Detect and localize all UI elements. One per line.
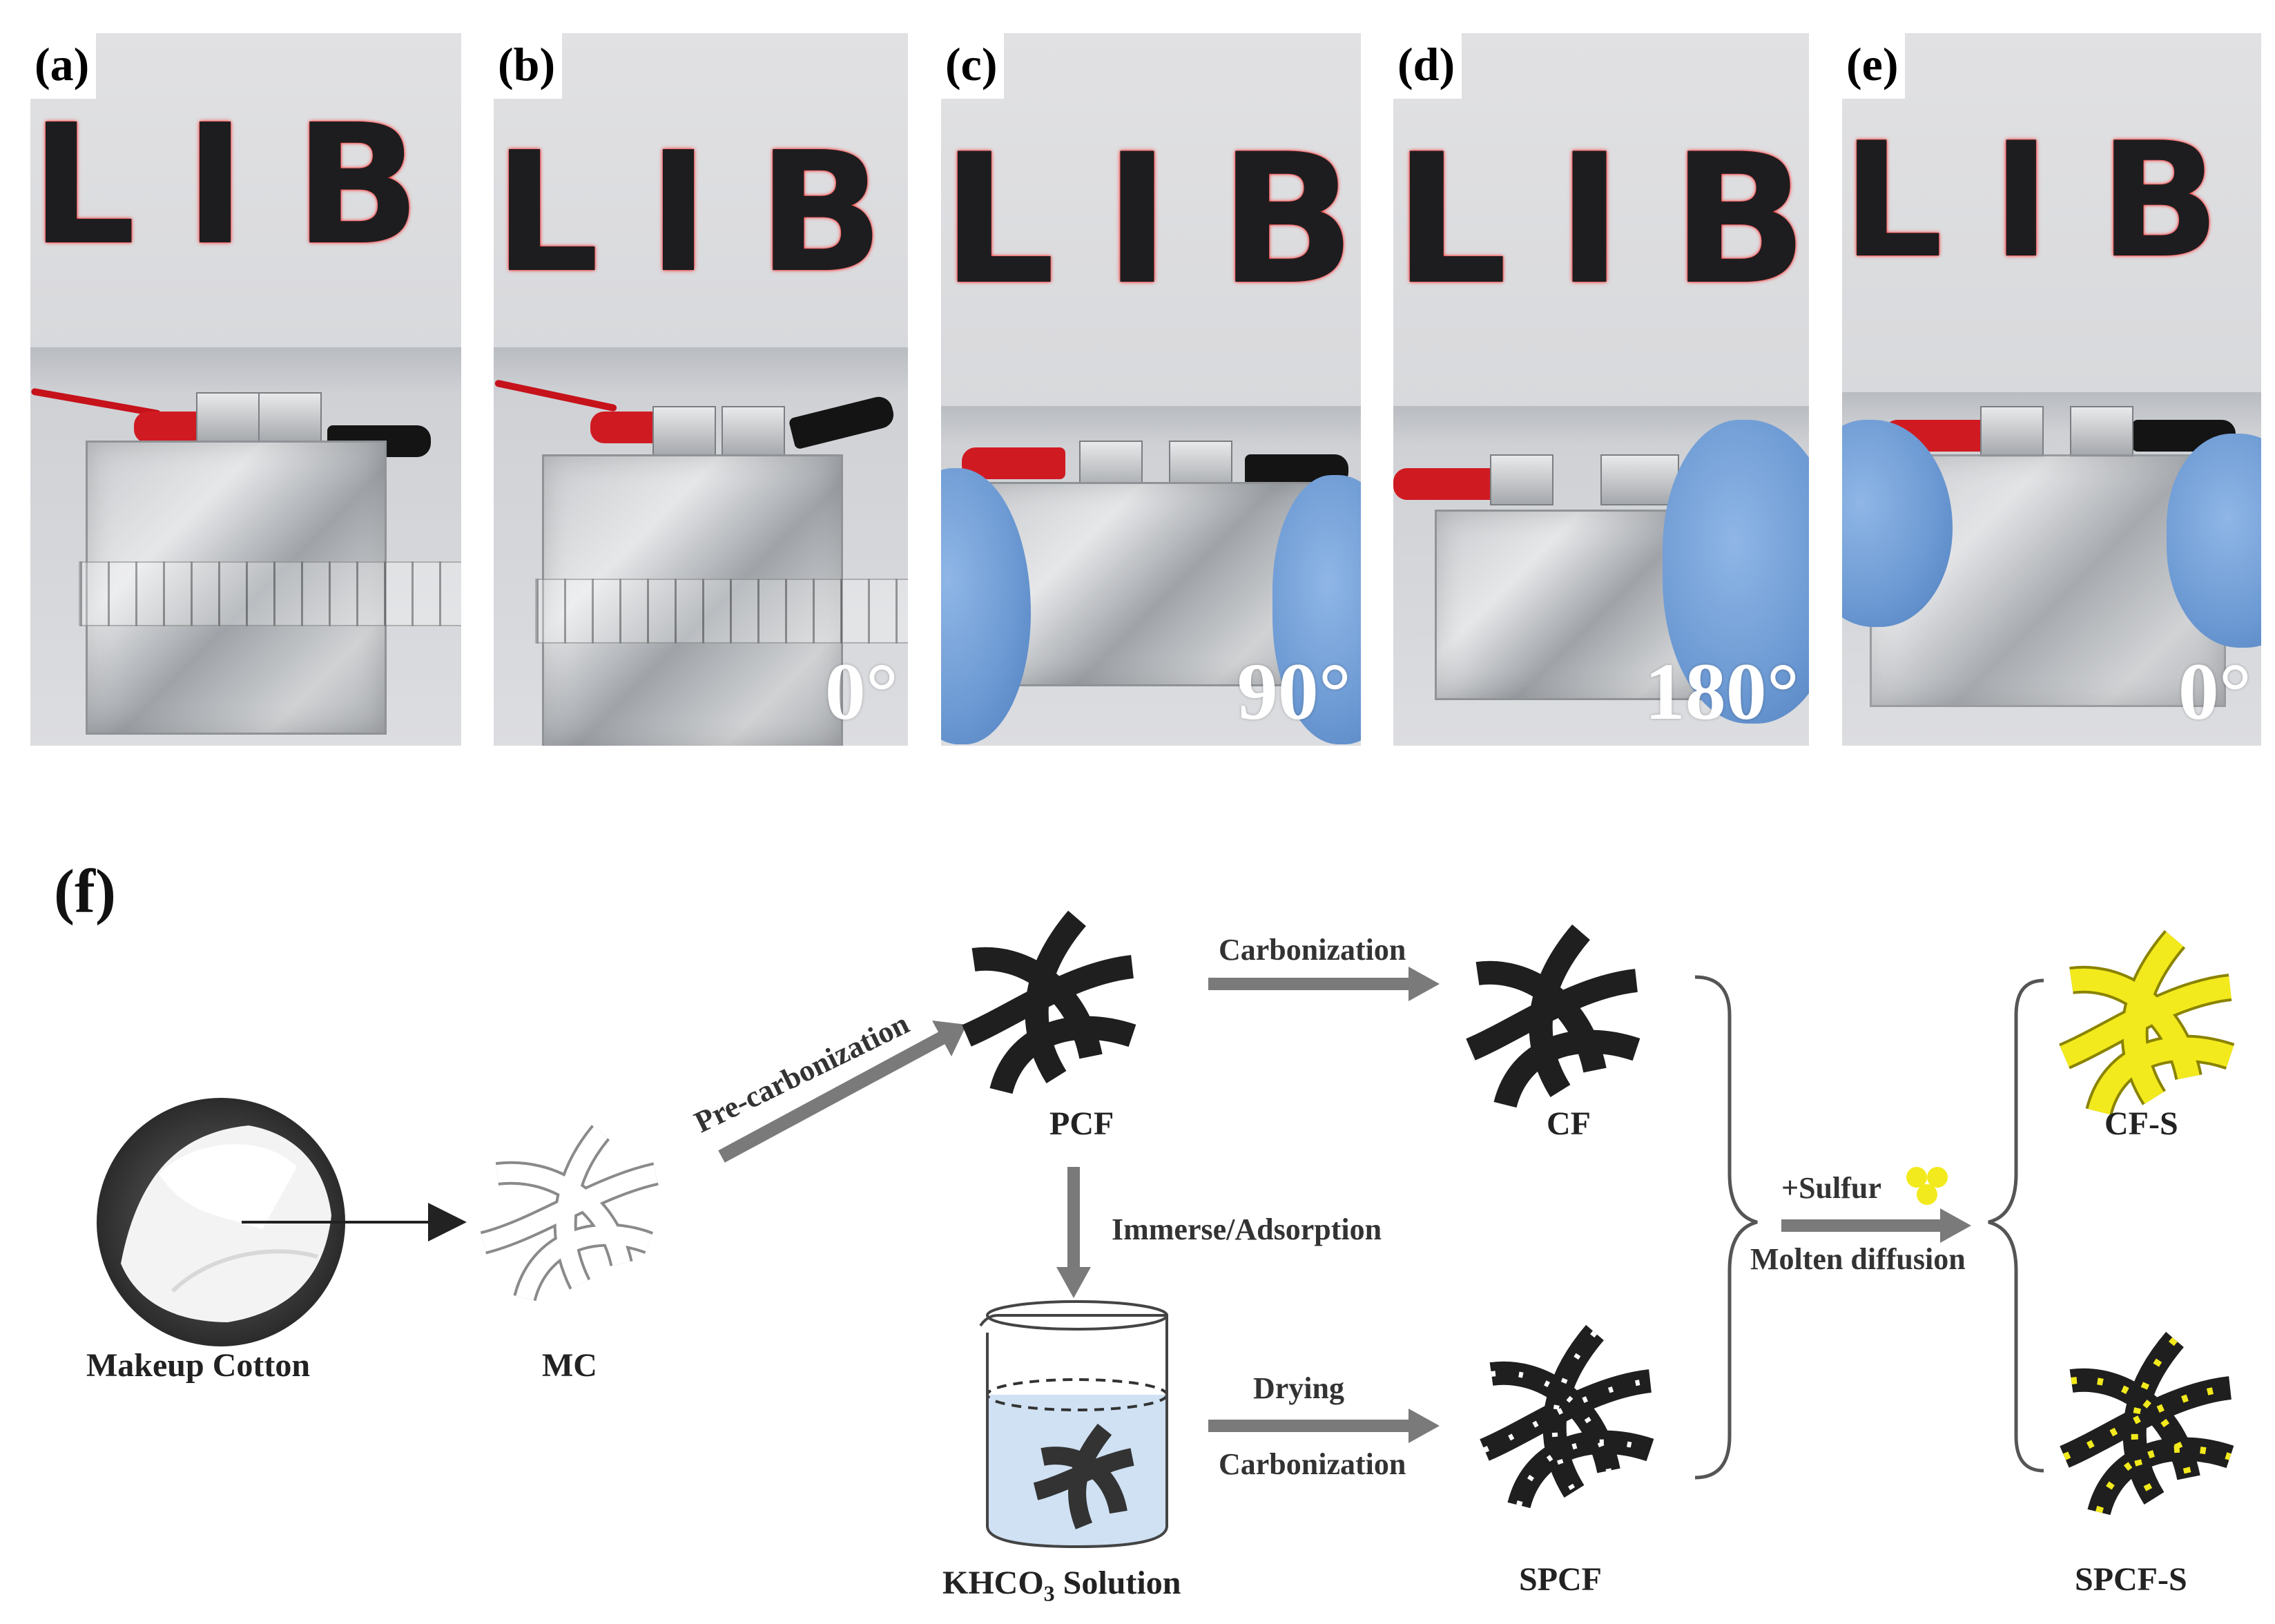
red-clip xyxy=(1393,468,1497,500)
pouch-battery-bent xyxy=(976,482,1325,686)
label-carbonization-top: Carbonization xyxy=(1219,933,1406,967)
right-brace xyxy=(1694,975,1758,1480)
spcf-s-fiber-network xyxy=(2060,1331,2234,1516)
wall-background xyxy=(1842,33,2261,392)
panel-label: (a) xyxy=(30,33,97,99)
label-spcf: SPCF xyxy=(1519,1561,1602,1598)
lib-led-letters: LIB xyxy=(30,88,461,282)
label-sulfur: +Sulfur xyxy=(1781,1171,1881,1205)
makeup-cotton-image xyxy=(97,1098,345,1346)
label-makeup-cotton: Makeup Cotton xyxy=(86,1347,311,1384)
mc-fiber-network xyxy=(480,1125,659,1302)
output-brace xyxy=(1988,978,2044,1473)
label-cf-s: CF-S xyxy=(2104,1105,2178,1142)
arrow-drying-carbonization xyxy=(1208,1409,1440,1443)
panel-label-f: (f) xyxy=(54,858,116,926)
cf-fiber-network xyxy=(1466,924,1640,1108)
arrow-carbonization-top xyxy=(1208,967,1440,1001)
wall-background xyxy=(941,33,1361,406)
ruler xyxy=(79,561,461,626)
panel-label: (d) xyxy=(1393,33,1462,99)
photo-panel-d: LIB (d) 180° xyxy=(1393,33,1809,746)
label-spcf-s: SPCF-S xyxy=(2075,1561,2187,1598)
wall-background xyxy=(1393,33,1809,406)
battery-tab-negative xyxy=(2070,406,2133,457)
lib-led-letters: LIB xyxy=(1393,116,1809,325)
lib-led-letters: LIB xyxy=(1842,109,2261,293)
pcf-fiber-network xyxy=(962,910,1136,1094)
khco3-beaker xyxy=(979,1300,1168,1549)
right-glove xyxy=(1663,420,1809,724)
label-immerse-adsorption: Immerse/Adsorption xyxy=(1112,1212,1382,1246)
panel-label: (b) xyxy=(494,33,563,99)
label-pcf: PCF xyxy=(1049,1105,1114,1142)
photo-panel-b: LIB (b) 0° xyxy=(494,33,908,746)
pouch-battery xyxy=(542,454,843,746)
wall-background xyxy=(30,33,461,347)
angle-label: 0° xyxy=(824,646,898,737)
photo-panel-c: LIB (c) 90° xyxy=(941,33,1361,746)
panel-label: (c) xyxy=(941,33,1005,99)
label-khco3-solution: KHCO3 Solution xyxy=(942,1565,1181,1606)
arrow-pre-carbonization xyxy=(718,1021,967,1163)
arrow-sulfur xyxy=(1781,1208,1971,1243)
sulfur-particles-icon xyxy=(1906,1167,1948,1205)
cf-s-fiber-network xyxy=(2059,929,2235,1116)
ruler xyxy=(535,579,908,644)
photo-panel-e: LIB (e) 0° xyxy=(1842,33,2261,746)
lib-led-letters: LIB xyxy=(941,116,1361,325)
pouch-battery xyxy=(86,441,387,735)
angle-label: 90° xyxy=(1237,646,1351,737)
angle-label: 180° xyxy=(1644,646,1799,737)
arrow-immerse xyxy=(1056,1167,1091,1298)
label-carbonization-bottom: Carbonization xyxy=(1219,1447,1406,1481)
lib-led-letters: LIB xyxy=(494,116,908,309)
label-cf: CF xyxy=(1547,1105,1591,1142)
panel-label: (e) xyxy=(1842,33,1906,99)
spcf-fiber-network xyxy=(1480,1324,1654,1509)
label-molten-diffusion: Molten diffusion xyxy=(1750,1242,1966,1276)
battery-tab-positive xyxy=(1490,454,1553,505)
wall-background xyxy=(494,33,908,347)
label-drying: Drying xyxy=(1253,1371,1344,1405)
battery-tab-positive xyxy=(1980,406,2044,457)
angle-label: 0° xyxy=(2178,646,2252,737)
photo-panel-a: LIB (a) xyxy=(30,33,461,746)
label-mc: MC xyxy=(542,1347,597,1384)
battery-tab-negative xyxy=(1600,454,1679,505)
